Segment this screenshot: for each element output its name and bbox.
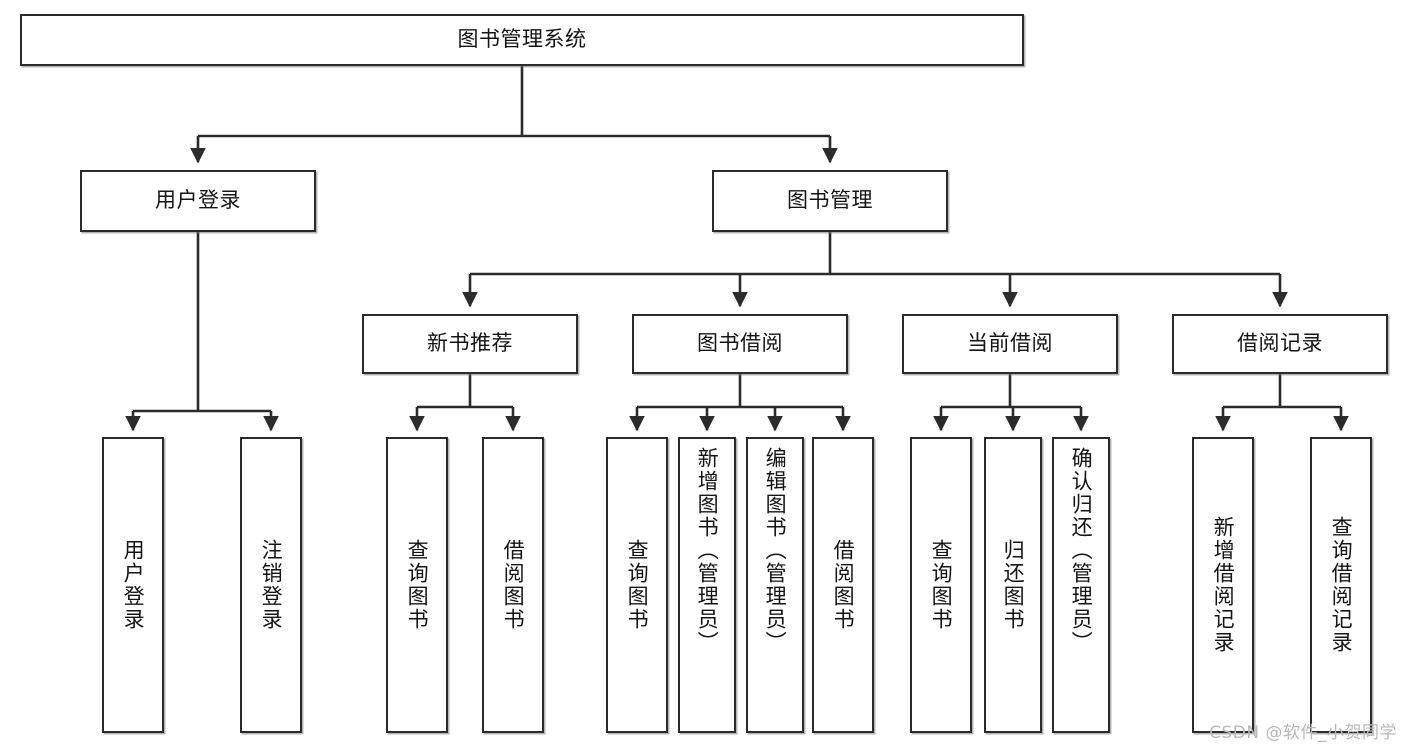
node-leaf-query-book-3-label: 查询图书 xyxy=(929,539,954,631)
node-leaf-return-book[interactable]: 归还图书 xyxy=(984,437,1042,733)
node-user-login[interactable]: 用户登录 xyxy=(80,170,316,232)
node-leaf-user-login-label: 用户登录 xyxy=(121,539,146,631)
watermark: CSDN @软件_小贺同学 xyxy=(1209,723,1397,743)
node-leaf-borrow-book-2[interactable]: 借阅图书 xyxy=(812,437,874,733)
node-borrow-record-label: 借阅记录 xyxy=(1237,331,1323,356)
node-root-label: 图书管理系统 xyxy=(457,27,587,52)
node-book-manage-label: 图书管理 xyxy=(787,188,873,213)
node-leaf-query-book-2-label: 查询图书 xyxy=(625,539,650,631)
node-book-manage[interactable]: 图书管理 xyxy=(712,170,948,232)
node-new-book-recommend-label: 新书推荐 xyxy=(427,331,513,356)
node-leaf-query-book-3[interactable]: 查询图书 xyxy=(910,437,972,733)
node-leaf-add-book-label: 新增图书（管理员） xyxy=(695,447,720,654)
node-leaf-query-book-1[interactable]: 查询图书 xyxy=(386,437,448,733)
node-leaf-user-login[interactable]: 用户登录 xyxy=(102,437,164,733)
node-leaf-logout-label: 注销登录 xyxy=(259,539,284,631)
node-leaf-borrow-book-1[interactable]: 借阅图书 xyxy=(482,437,544,733)
node-leaf-add-book[interactable]: 新增图书（管理员） xyxy=(678,437,736,733)
node-leaf-borrow-book-1-label: 借阅图书 xyxy=(501,539,526,631)
node-leaf-query-book-2[interactable]: 查询图书 xyxy=(606,437,668,733)
node-leaf-add-record[interactable]: 新增借阅记录 xyxy=(1192,437,1254,733)
node-new-book-recommend[interactable]: 新书推荐 xyxy=(362,314,578,374)
node-leaf-edit-book[interactable]: 编辑图书（管理员） xyxy=(746,437,804,733)
node-current-borrow[interactable]: 当前借阅 xyxy=(902,314,1118,374)
node-user-login-label: 用户登录 xyxy=(155,188,241,213)
node-leaf-confirm-return[interactable]: 确认归还（管理员） xyxy=(1052,437,1110,733)
node-leaf-return-book-label: 归还图书 xyxy=(1001,539,1026,631)
node-leaf-add-record-label: 新增借阅记录 xyxy=(1211,516,1236,654)
node-current-borrow-label: 当前借阅 xyxy=(967,331,1053,356)
node-leaf-query-record[interactable]: 查询借阅记录 xyxy=(1310,437,1372,733)
node-leaf-query-record-label: 查询借阅记录 xyxy=(1329,516,1354,654)
node-leaf-logout[interactable]: 注销登录 xyxy=(240,437,302,733)
node-leaf-borrow-book-2-label: 借阅图书 xyxy=(831,539,856,631)
node-leaf-edit-book-label: 编辑图书（管理员） xyxy=(763,447,788,654)
node-book-borrow[interactable]: 图书借阅 xyxy=(632,314,848,374)
node-book-borrow-label: 图书借阅 xyxy=(697,331,783,356)
node-root[interactable]: 图书管理系统 xyxy=(20,14,1024,66)
node-leaf-confirm-return-label: 确认归还（管理员） xyxy=(1069,447,1094,654)
node-leaf-query-book-1-label: 查询图书 xyxy=(405,539,430,631)
node-borrow-record[interactable]: 借阅记录 xyxy=(1172,314,1388,374)
